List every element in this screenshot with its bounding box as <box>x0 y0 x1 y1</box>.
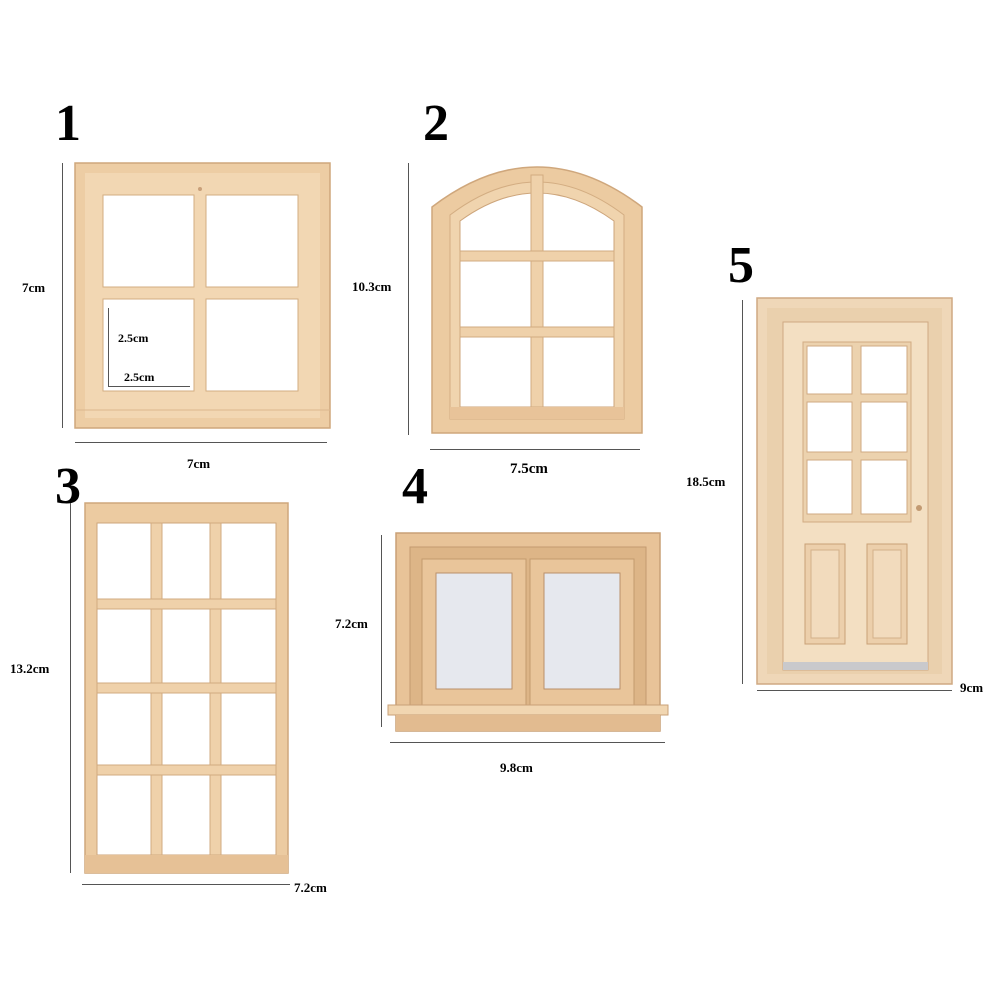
item-5-door <box>756 297 953 685</box>
item-1-pane-width-label: 2.5cm <box>124 370 155 384</box>
item-3-window <box>84 502 289 874</box>
item-3-width-label: 7.2cm <box>294 880 327 895</box>
item-5-height-label: 18.5cm <box>686 474 726 489</box>
item-1-height-line <box>62 163 63 428</box>
item-1-window <box>74 162 331 429</box>
item-2-width-label: 7.5cm <box>510 461 548 477</box>
item-5-width-line <box>757 690 952 691</box>
item-2-height-line <box>408 163 409 435</box>
item-1-width-line <box>75 442 327 443</box>
item-4-width-label: 9.8cm <box>500 760 533 775</box>
item-5-height-line <box>742 300 743 684</box>
item-3-width-line <box>82 884 290 885</box>
item-4-width-line <box>390 742 665 743</box>
item-1-pane-height-label: 2.5cm <box>118 331 149 345</box>
item-2-window <box>431 166 643 434</box>
item-1-width-label: 7cm <box>187 456 211 471</box>
item-4-height-label: 7.2cm <box>335 616 368 631</box>
item-1-pane-width-line <box>108 386 190 387</box>
item-1-height-label: 7cm <box>22 280 46 295</box>
item-3-number: 3 <box>55 458 81 515</box>
item-2-height-label: 10.3cm <box>352 279 392 294</box>
item-3-height-line <box>70 503 71 873</box>
item-1-pane-height-line <box>108 308 109 386</box>
item-4-height-line <box>381 535 382 727</box>
item-5-number: 5 <box>728 237 754 294</box>
item-5-width-label: 9cm <box>960 680 984 695</box>
item-2-width-line <box>430 449 640 450</box>
item-4-window <box>387 532 669 732</box>
item-1-number: 1 <box>55 95 81 152</box>
item-3-height-label: 13.2cm <box>10 661 50 676</box>
item-4-number: 4 <box>402 458 428 515</box>
item-2-number: 2 <box>423 95 449 152</box>
